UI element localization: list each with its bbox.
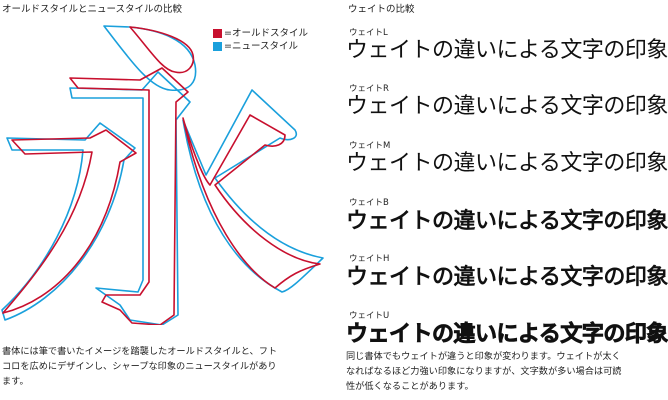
weight-sample-text: ウェイトの違いによる文字の印象 — [346, 264, 668, 290]
weight-sample-B: ウェイトB ウェイトの違いによる文字の印象 — [346, 198, 668, 234]
style-legend: =オールドスタイル =ニュースタイル — [213, 27, 308, 53]
weight-label: ウェイトB — [349, 198, 389, 208]
weight-sample-text: ウェイトの違いによる文字の印象 — [346, 151, 668, 176]
weight-sample-text: ウェイトの違いによる文字の印象 — [346, 208, 668, 234]
description-line: 性が低くなることがあります。 — [346, 381, 474, 392]
old-style-outline — [2, 26, 321, 325]
new-style-outline — [1, 25, 324, 325]
weight-sample-L: ウェイトL ウェイトの違いによる文字の印象 — [346, 28, 668, 64]
legend-label-old-style: =オールドスタイル — [224, 28, 308, 39]
weight-comparison-description: 同じ書体でもウェイトが違うと印象が変わります。ウェイトが太く なればなるほど力強… — [346, 349, 621, 394]
weight-label: ウェイトL — [349, 28, 388, 38]
weight-sample-text: ウェイトの違いによる文字の印象 — [346, 321, 668, 348]
description-line: 同じ書体でもウェイトが違うと印象が変わります。ウェイトが太く — [346, 351, 621, 362]
description-line: 書体には筆で書いたイメージを踏襲したオールドスタイルと、フト — [2, 346, 278, 357]
weight-label: ウェイトR — [349, 84, 389, 94]
weight-sample-R: ウェイトR ウェイトの違いによる文字の印象 — [346, 84, 668, 120]
old-vs-new-style-title: オールドスタイルとニュースタイルの比較 — [2, 4, 183, 15]
weight-sample-H: ウェイトH ウェイトの違いによる文字の印象 — [346, 254, 668, 290]
old-vs-new-style-description: 書体には筆で書いたイメージを踏襲したオールドスタイルと、フト コロを広めにデザイ… — [2, 344, 277, 389]
weight-label: ウェイトH — [349, 254, 390, 264]
description-line: コロを広めにデザインし、シャープな印象のニュースタイルがあり — [2, 361, 277, 372]
weight-sample-text: ウェイトの違いによる文字の印象 — [346, 38, 668, 63]
legend-item-new-style: =ニュースタイル — [213, 40, 308, 53]
weight-sample-text: ウェイトの違いによる文字の印象 — [346, 94, 668, 119]
legend-label-new-style: =ニュースタイル — [224, 41, 298, 52]
description-line: ます。 — [2, 376, 29, 387]
new-style-swatch — [213, 42, 222, 51]
weight-sample-U: ウェイトU ウェイトの違いによる文字の印象 — [346, 311, 668, 347]
old-style-swatch — [213, 29, 222, 38]
weight-label: ウェイトU — [349, 311, 390, 321]
weight-label: ウェイトM — [349, 141, 391, 151]
ei-character-outline-comparison — [1, 25, 324, 325]
weight-comparison-title: ウェイトの比較 — [348, 4, 415, 15]
description-line: なればなるほど力強い印象になりますが、文字数が多い場合は可読 — [346, 366, 622, 377]
weight-sample-M: ウェイトM ウェイトの違いによる文字の印象 — [346, 141, 668, 177]
legend-item-old-style: =オールドスタイル — [213, 27, 308, 40]
